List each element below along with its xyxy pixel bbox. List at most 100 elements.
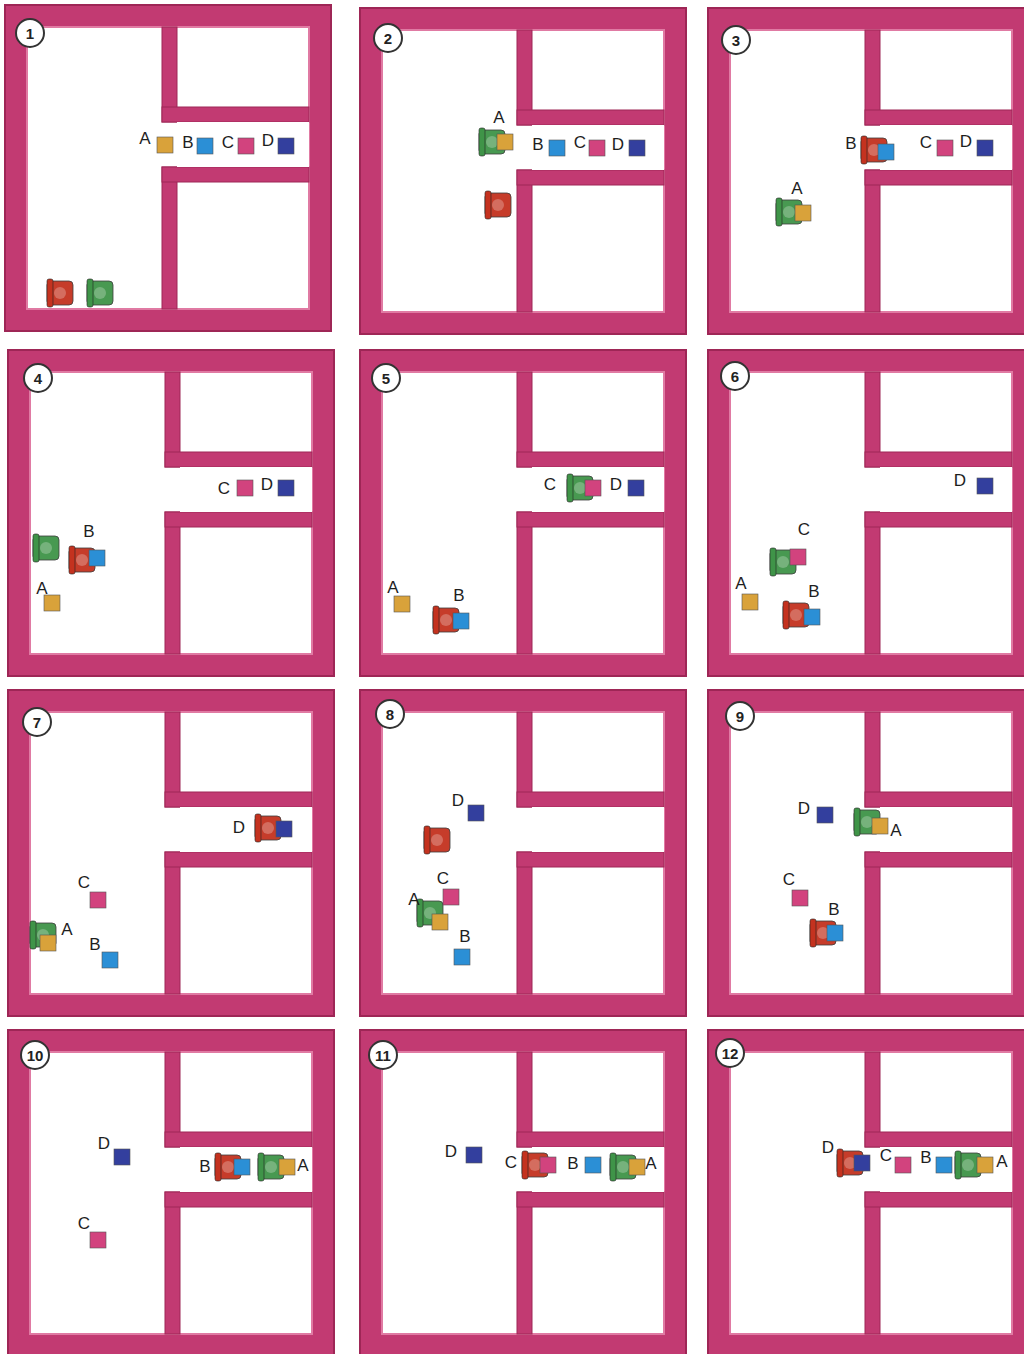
floor — [730, 30, 1012, 312]
block — [276, 821, 292, 837]
outer-wall — [708, 8, 1024, 334]
robot-track — [776, 198, 782, 226]
panel-number-circle — [721, 362, 749, 390]
block-label: D — [798, 800, 810, 817]
robot — [424, 826, 450, 854]
block-label: A — [408, 891, 419, 908]
floor — [730, 712, 1012, 994]
block-label: A — [791, 180, 802, 197]
block — [792, 890, 808, 906]
corridor — [180, 467, 312, 512]
inner-wall — [165, 452, 312, 467]
block-label: A — [61, 921, 72, 938]
robot-track — [522, 1151, 528, 1179]
panel-number: 11 — [375, 1048, 391, 1063]
block — [795, 205, 811, 221]
inner-wall — [165, 512, 312, 527]
robot-top — [962, 1159, 974, 1171]
panel-number-circle — [23, 708, 51, 736]
block-label: C — [920, 134, 932, 151]
robot-track — [955, 1151, 961, 1179]
robot-top — [492, 199, 504, 211]
outer-wall — [5, 5, 331, 331]
block-label: C — [437, 870, 449, 887]
block-label: B — [89, 936, 100, 953]
floor — [30, 372, 312, 654]
inner-wall — [162, 107, 309, 122]
robot-track — [479, 128, 485, 156]
maze-panel — [708, 8, 1024, 334]
robot — [87, 279, 113, 307]
block-label: C — [783, 871, 795, 888]
block-label: D — [261, 476, 273, 493]
panel-number: 9 — [736, 709, 744, 724]
panel-number: 12 — [722, 1046, 739, 1061]
panel-number: 1 — [26, 26, 34, 41]
inner-wall — [865, 512, 1012, 527]
robot-track — [424, 826, 430, 854]
maze-panel — [5, 5, 331, 331]
block-label: A — [996, 1153, 1007, 1170]
block-label: D — [612, 136, 624, 153]
robot-track — [837, 1149, 843, 1177]
block-label: D — [233, 819, 245, 836]
inner-wall — [517, 852, 664, 867]
panel-number-circle — [374, 24, 402, 52]
block — [432, 914, 448, 930]
maze-panel — [708, 350, 1024, 676]
floor — [382, 1052, 664, 1334]
block — [197, 138, 213, 154]
block-label: D — [98, 1135, 110, 1152]
block — [102, 952, 118, 968]
maze-panel — [360, 350, 686, 676]
inner-wall — [165, 1192, 180, 1334]
block-label: A — [36, 580, 47, 597]
robot-track — [30, 921, 36, 949]
block — [804, 609, 820, 625]
robot-track — [215, 1153, 221, 1181]
inner-wall — [517, 852, 532, 994]
robot — [485, 191, 511, 219]
panel-number-circle — [16, 19, 44, 47]
block-label: A — [139, 130, 150, 147]
inner-wall — [865, 792, 1012, 807]
block-label: B — [182, 134, 193, 151]
inner-wall — [517, 1192, 664, 1207]
block — [977, 478, 993, 494]
inner-wall — [517, 792, 664, 807]
inner-wall — [517, 170, 532, 312]
panel-number: 8 — [386, 707, 394, 722]
block — [790, 549, 806, 565]
robot-top — [783, 206, 795, 218]
inner-wall — [165, 792, 312, 807]
robot-top — [431, 834, 443, 846]
block-label: D — [822, 1139, 834, 1156]
robot-track — [87, 279, 93, 307]
block — [628, 480, 644, 496]
block — [90, 1232, 106, 1248]
block-label: C — [505, 1154, 517, 1171]
inner-wall — [865, 1132, 1012, 1147]
block-label: C — [544, 476, 556, 493]
block — [454, 949, 470, 965]
inner-wall — [165, 512, 180, 654]
block — [585, 1157, 601, 1173]
inner-wall — [165, 852, 312, 867]
block-label: C — [218, 480, 230, 497]
block — [936, 1157, 952, 1173]
robot-top — [790, 609, 802, 621]
inner-wall — [165, 1192, 312, 1207]
floor — [30, 1052, 312, 1334]
floor — [382, 712, 664, 994]
panel-number-circle — [369, 1041, 397, 1069]
block-label: C — [78, 1215, 90, 1232]
block — [157, 137, 173, 153]
block — [977, 140, 993, 156]
floor — [730, 1052, 1012, 1334]
robot-top — [265, 1161, 277, 1173]
corridor — [532, 125, 664, 170]
inner-wall — [865, 170, 880, 312]
block — [629, 1159, 645, 1175]
block — [468, 805, 484, 821]
block-label: A — [890, 822, 901, 839]
